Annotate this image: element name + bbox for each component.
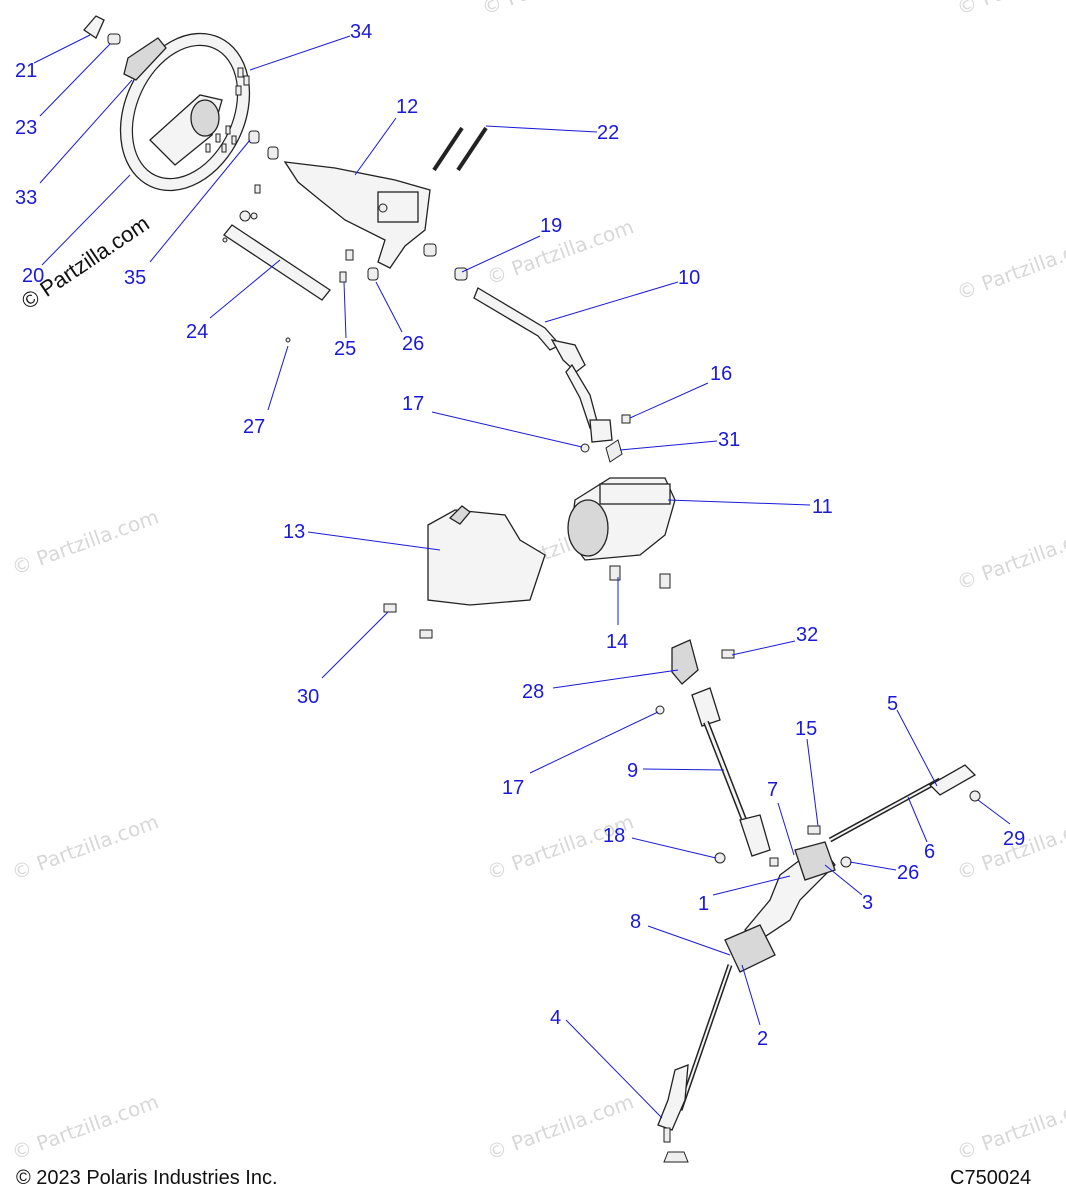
callout-2: 2 xyxy=(757,1028,768,1050)
callout-13: 13 xyxy=(283,521,305,543)
leader-lines xyxy=(33,34,1011,1119)
part-bushings xyxy=(423,243,468,281)
diagram-code: C750024 xyxy=(950,1167,1031,1189)
callout-1: 1 xyxy=(698,893,709,915)
callout-17: 17 xyxy=(502,777,524,799)
callout-4: 4 xyxy=(550,1007,561,1029)
callout-26: 26 xyxy=(402,333,424,355)
part-steering-rack xyxy=(677,777,942,1111)
callout-25: 25 xyxy=(334,338,356,360)
callout-15: 15 xyxy=(795,718,817,740)
callout-11: 11 xyxy=(812,496,833,518)
part-cover xyxy=(427,505,546,606)
part-tie-rod-ends xyxy=(657,764,981,1163)
watermark: © Partzilla.com xyxy=(484,1089,637,1164)
callout-21: 21 xyxy=(15,60,37,82)
part-cover-bolts xyxy=(383,603,433,639)
part-intermediate-shaft xyxy=(691,687,771,857)
callout-27: 27 xyxy=(243,416,265,438)
watermark: © Partzilla.com xyxy=(954,229,1066,304)
callout-26: 26 xyxy=(897,862,919,884)
part-eps-unit xyxy=(567,477,676,589)
callout-20: 20 xyxy=(22,265,44,287)
part-rack-hardware xyxy=(714,825,852,868)
callout-14: 14 xyxy=(606,631,628,653)
callout-6: 6 xyxy=(924,841,935,863)
callout-23: 23 xyxy=(15,117,37,139)
watermark: © Partzilla.com xyxy=(9,504,162,579)
watermark: © Partzilla.com xyxy=(9,809,162,884)
watermark: © Partzilla.com xyxy=(479,0,632,20)
side-watermark: © Partzilla.com xyxy=(17,211,154,315)
callout-24: 24 xyxy=(186,321,208,343)
watermark: © Partzilla.com xyxy=(9,1089,162,1164)
part-wheel-cap xyxy=(123,37,167,81)
part-small-cap xyxy=(83,15,121,45)
watermark: © Partzilla.com xyxy=(484,809,637,884)
callout-33: 33 xyxy=(15,187,37,209)
callout-7: 7 xyxy=(767,779,778,801)
callout-5: 5 xyxy=(887,693,898,715)
callout-31: 31 xyxy=(718,429,740,451)
part-upper-shaft xyxy=(473,287,613,443)
callout-17: 17 xyxy=(402,393,424,415)
part-column-bracket xyxy=(283,161,431,269)
callout-18: 18 xyxy=(603,825,625,847)
part-spacers xyxy=(248,130,279,160)
callout-28: 28 xyxy=(522,681,544,703)
watermark: © Partzilla.com xyxy=(954,519,1066,594)
copyright-text: © 2023 Polaris Industries Inc. xyxy=(16,1167,278,1189)
callout-12: 12 xyxy=(396,96,418,118)
callout-3: 3 xyxy=(862,892,873,914)
watermark: © Partzilla.com xyxy=(954,0,1066,20)
callout-30: 30 xyxy=(297,686,319,708)
callout-8: 8 xyxy=(630,911,641,933)
callout-35: 35 xyxy=(124,267,146,289)
callout-10: 10 xyxy=(678,267,700,289)
callout-19: 19 xyxy=(540,215,562,237)
part-tilt-damper xyxy=(222,210,331,301)
part-wheel-screws xyxy=(205,67,250,153)
callout-16: 16 xyxy=(710,363,732,385)
part-long-bolts xyxy=(432,126,488,172)
callout-32: 32 xyxy=(796,624,818,646)
callout-labels: 21 23 33 20 34 35 12 22 19 10 24 25 26 2… xyxy=(15,21,1025,1050)
callout-9: 9 xyxy=(627,760,638,782)
callout-22: 22 xyxy=(597,122,619,144)
part-small-hardware-upper xyxy=(254,184,379,343)
part-small-hardware-mid xyxy=(580,414,631,463)
callout-29: 29 xyxy=(1003,828,1025,850)
callout-34: 34 xyxy=(350,21,372,43)
part-steering-wheel xyxy=(119,32,251,192)
watermark: © Partzilla.com xyxy=(954,1089,1066,1164)
